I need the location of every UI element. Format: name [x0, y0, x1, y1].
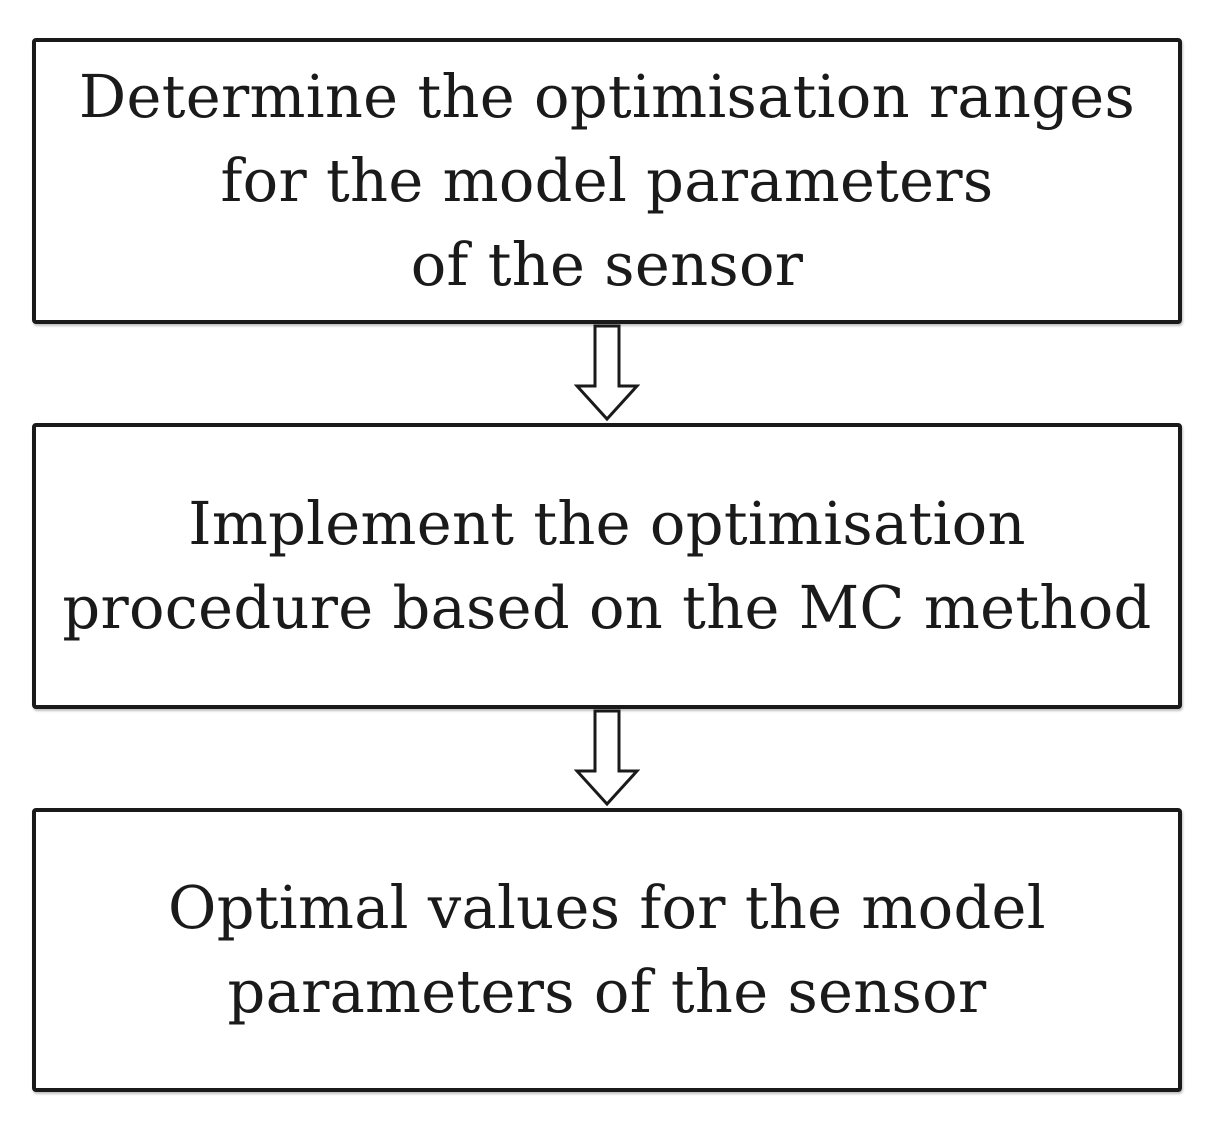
- step-2-line-2: procedure based on the MC method: [62, 573, 1152, 642]
- step-box-determine-ranges: Determine the optimisation ranges for th…: [32, 38, 1182, 324]
- step-1-line-1: Determine the optimisation ranges: [78, 62, 1136, 131]
- step-box-implement-procedure: Implement the optimisation procedure bas…: [32, 423, 1182, 709]
- step-3-line-1: Optimal values for the model: [168, 873, 1046, 942]
- down-arrow-icon: [574, 324, 640, 422]
- step-1-line-2: for the model parameters: [220, 146, 994, 215]
- step-box-optimal-values: Optimal values for the model parameters …: [32, 808, 1182, 1092]
- step-2-line-1: Implement the optimisation: [188, 489, 1026, 558]
- step-1-line-3: of the sensor: [410, 230, 804, 299]
- down-arrow-icon: [574, 709, 640, 807]
- step-3-line-2: parameters of the sensor: [227, 957, 987, 1026]
